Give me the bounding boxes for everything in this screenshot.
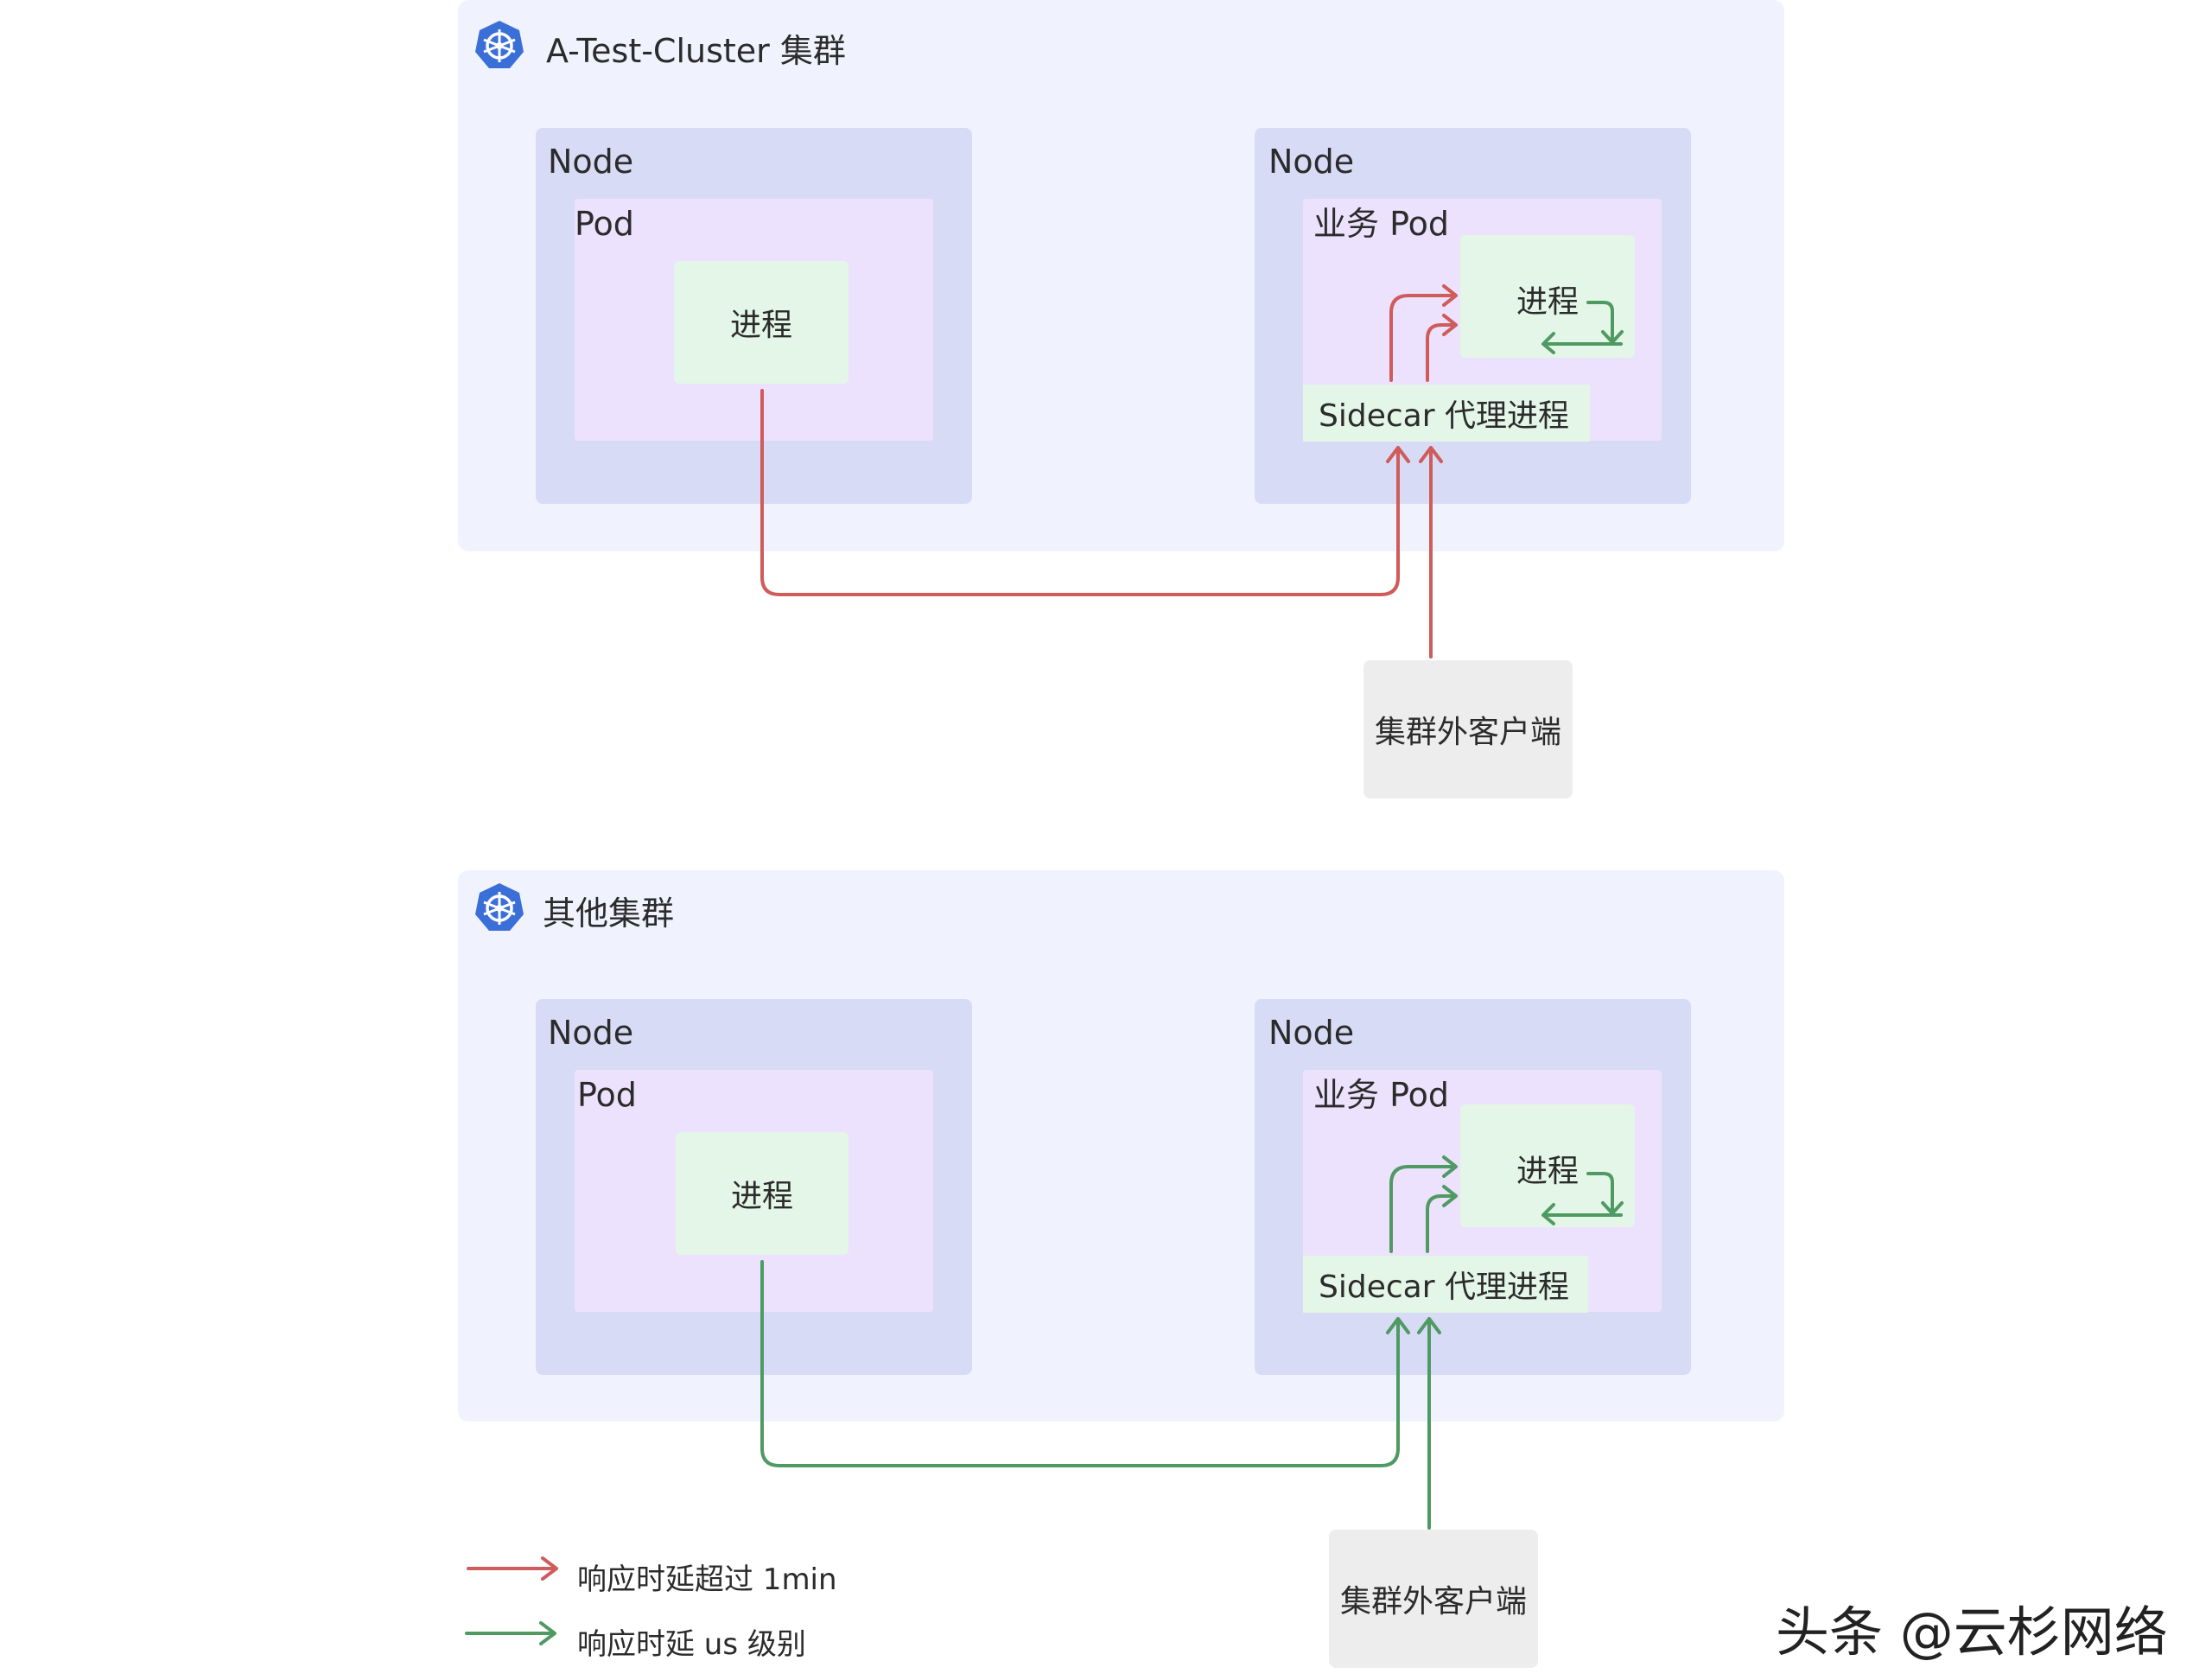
arrow-sidecar-to-process — [1389, 294, 1456, 382]
process-label: 进程 — [1516, 1154, 1580, 1189]
pod-label: 业务 Pod — [1313, 205, 1450, 243]
node-label: Node — [1268, 1014, 1355, 1052]
arrowhead — [1541, 1203, 1555, 1225]
arrow-sidecar-to-process — [1389, 1165, 1456, 1253]
arrowhead — [539, 1621, 556, 1645]
pod-label: 业务 Pod — [1313, 1076, 1450, 1114]
arrowhead — [1419, 446, 1443, 463]
legend-label-fast: 响应时延 us 级别 — [577, 1627, 806, 1662]
arrow-sidecar-to-process — [1426, 323, 1456, 382]
arrowhead — [1417, 1317, 1441, 1334]
arrow-pod-to-sidecar — [760, 389, 1400, 596]
arrowhead — [1386, 446, 1410, 463]
arrowhead — [1442, 314, 1458, 336]
watermark: 头条 @云杉网络 — [1776, 1600, 2168, 1664]
arrowhead — [1442, 284, 1458, 307]
arrowhead — [1541, 332, 1555, 354]
node-label: Node — [548, 1014, 634, 1052]
external-client: 集群外客户端 — [1363, 660, 1573, 799]
kubernetes-icon — [474, 19, 525, 71]
arrowhead — [1442, 1185, 1458, 1207]
pod-label: Pod — [577, 1076, 637, 1114]
cluster-title: 其他集群 — [543, 894, 675, 932]
arrow-sidecar-to-process — [1426, 1194, 1456, 1253]
sidecar-proxy: Sidecar 代理进程 — [1303, 1256, 1588, 1313]
process-label: 进程 — [1516, 284, 1580, 320]
pod-label: Pod — [575, 205, 634, 243]
sidecar-proxy: Sidecar 代理进程 — [1303, 385, 1590, 442]
arrow-process-loop — [1586, 301, 1614, 342]
process-box: 进程 — [676, 1132, 849, 1255]
cluster-title: A-Test-Cluster 集群 — [546, 32, 846, 70]
arrow-pod-to-sidecar — [760, 1260, 1400, 1467]
node-label: Node — [548, 143, 634, 181]
arrowhead — [1442, 1155, 1458, 1178]
node-label: Node — [1268, 143, 1355, 181]
arrow-process-loop — [1586, 1172, 1614, 1213]
legend-label-slow: 响应时延超过 1min — [577, 1562, 837, 1597]
arrowhead — [541, 1556, 558, 1581]
process-box: 进程 — [674, 261, 849, 384]
kubernetes-icon — [474, 881, 525, 933]
external-client: 集群外客户端 — [1329, 1530, 1538, 1668]
arrowhead — [1386, 1317, 1410, 1334]
